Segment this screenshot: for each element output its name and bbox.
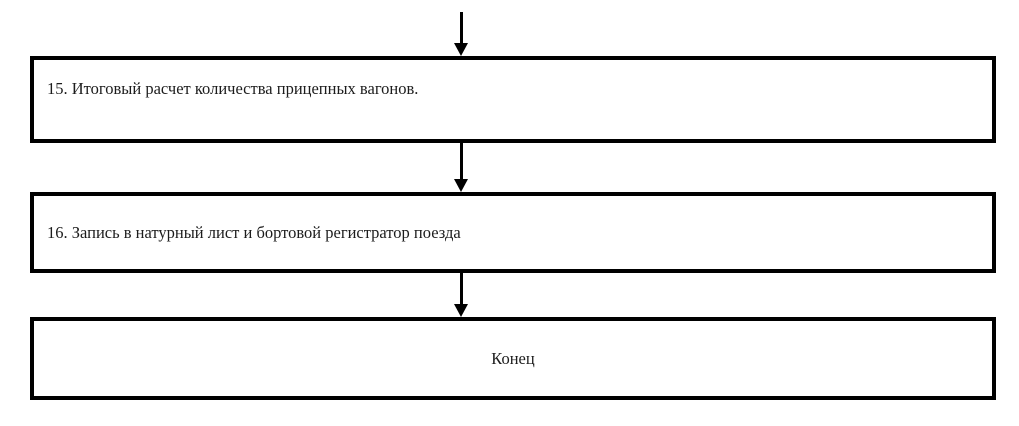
flowchart-node-label: 16. Запись в натурный лист и бортовой ре…: [47, 222, 461, 242]
arrow-head-icon: [454, 179, 468, 192]
flowchart-node-step-15: 15. Итоговый расчет количества прицепных…: [30, 56, 996, 143]
flowchart-node-label: Конец: [491, 348, 535, 368]
arrow-shaft-step-16-to-end: [460, 273, 463, 305]
arrow-head-icon: [454, 43, 468, 56]
arrow-head-icon: [454, 304, 468, 317]
arrow-shaft-step-15-to-step-16: [460, 143, 463, 180]
flowchart-node-step-16: 16. Запись в натурный лист и бортовой ре…: [30, 192, 996, 273]
flowchart-node-label: 15. Итоговый расчет количества прицепных…: [47, 79, 419, 98]
arrow-shaft-into-step-15: [460, 12, 463, 44]
flowchart-node-end: Конец: [30, 317, 996, 400]
